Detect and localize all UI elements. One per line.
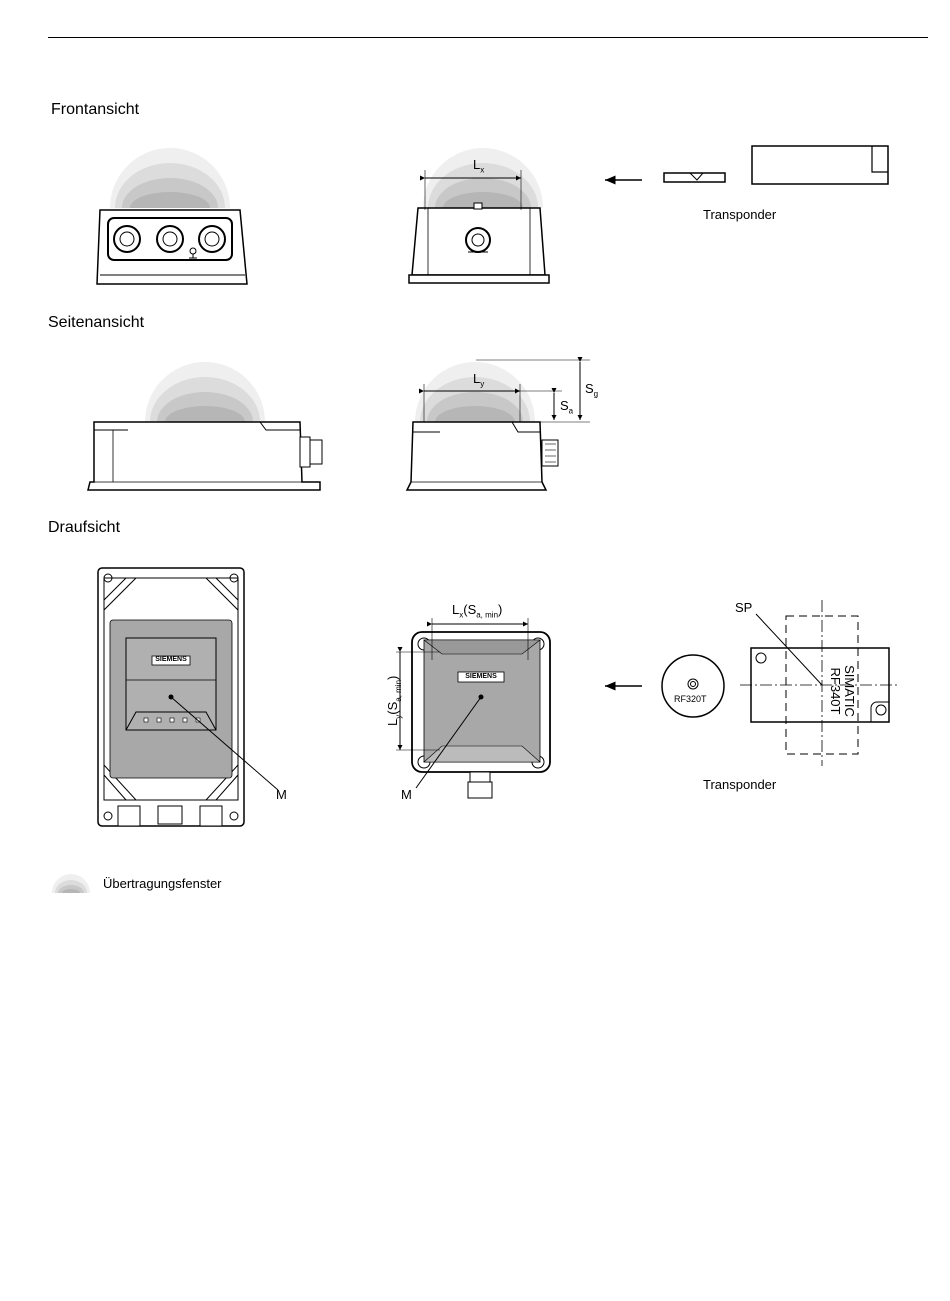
legend-swatch <box>52 874 90 893</box>
marker-m-left: M <box>276 787 287 802</box>
front-view-reader-left <box>97 148 247 284</box>
dim-sa: Sa <box>560 398 573 416</box>
dim-ly-samin: Ly(Sa, min) <box>385 646 403 756</box>
dim-ly: Ly <box>473 371 484 389</box>
marker-m-middle: M <box>401 787 412 802</box>
marker-sp: SP <box>735 600 752 615</box>
siemens-logo-left: SIEMENS <box>153 656 189 663</box>
front-view-transponder <box>605 146 888 184</box>
side-view-reader-middle <box>407 360 590 490</box>
dim-sg: Sg <box>585 381 598 399</box>
top-view-reader-left <box>98 568 278 826</box>
dim-lx-samin: Lx(Sa, min) <box>452 602 502 620</box>
rf320t-label: RF320T <box>674 694 707 704</box>
siemens-logo-middle: SIEMENS <box>459 673 503 680</box>
transponder-label-front: Transponder <box>703 207 776 222</box>
top-view-reader-middle <box>396 618 550 798</box>
legend-text: Übertragungsfenster <box>103 876 222 891</box>
dim-lx: Lx <box>473 157 484 175</box>
transponder-label-top: Transponder <box>703 777 776 792</box>
side-view-reader-left <box>88 362 322 490</box>
